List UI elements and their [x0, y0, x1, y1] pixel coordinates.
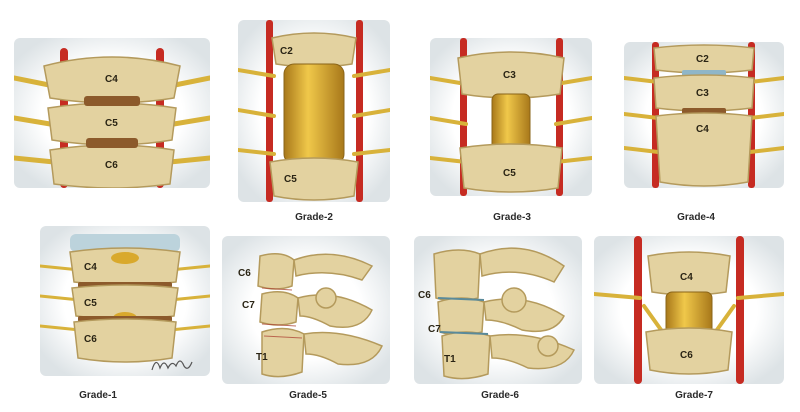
vertebra-label: C3	[696, 88, 709, 99]
panel-grade-4: C2 C3 C4	[624, 42, 784, 188]
spine-illustration-grade-6: C6 C7 T1	[414, 236, 582, 384]
vertebra-label: C2	[280, 46, 293, 57]
artist-signature-icon	[151, 360, 193, 371]
vertebra-label: T1	[256, 352, 268, 363]
vertebra-label: C6	[84, 334, 97, 345]
vertebra-label: C6	[680, 350, 693, 361]
caption-grade-2: Grade-2	[295, 212, 333, 223]
vertebra-label: C4	[84, 262, 97, 273]
vertebra-label: C5	[84, 298, 97, 309]
vertebra-label: C5	[284, 174, 297, 185]
panel-top-1: C4 C5 C6	[14, 38, 210, 188]
vertebra-label: T1	[444, 354, 456, 365]
spine-illustration-grade-4: C2 C3 C4	[624, 42, 784, 188]
spine-illustration-c4-c6: C4 C5 C6	[14, 38, 210, 188]
panel-grade-5: C6 C7 T1	[222, 236, 390, 384]
vertebra-label: C6	[238, 268, 251, 279]
spine-illustration-grade-2: C2 C5	[238, 20, 390, 202]
spine-illustration-grade-7: C4 C6	[594, 236, 784, 384]
caption-grade-1: Grade-1	[79, 390, 117, 401]
vertebra-label: C4	[680, 272, 693, 283]
panel-grade-2: C2 C5	[238, 20, 390, 202]
spine-illustration-grade-5: C6 C7 T1	[222, 236, 390, 384]
vertebra-label: C3	[503, 70, 516, 81]
panel-grade-6: C6 C7 T1	[414, 236, 582, 384]
caption-grade-5: Grade-5	[289, 390, 327, 401]
caption-grade-3: Grade-3	[493, 212, 531, 223]
vertebra-label: C4	[696, 124, 709, 135]
vertebra-label: C4	[105, 74, 118, 85]
panel-grade-1: C4 C5 C6	[40, 226, 210, 376]
caption-grade-6: Grade-6	[481, 390, 519, 401]
panel-grade-3: C3 C5	[430, 38, 592, 196]
caption-grade-4: Grade-4	[677, 212, 715, 223]
vertebra-label: C5	[503, 168, 516, 179]
spine-illustration-grade-1: C4 C5 C6	[40, 226, 210, 376]
vertebra-label: C6	[105, 160, 118, 171]
caption-grade-7: Grade-7	[675, 390, 713, 401]
vertebra-label: C6	[418, 290, 431, 301]
panel-grade-7: C4 C6	[594, 236, 784, 384]
vertebra-label: C2	[696, 54, 709, 65]
vertebra-label: C5	[105, 118, 118, 129]
vertebra-label: C7	[428, 324, 441, 335]
spine-illustration-grade-3: C3 C5	[430, 38, 592, 196]
vertebra-label: C7	[242, 300, 255, 311]
